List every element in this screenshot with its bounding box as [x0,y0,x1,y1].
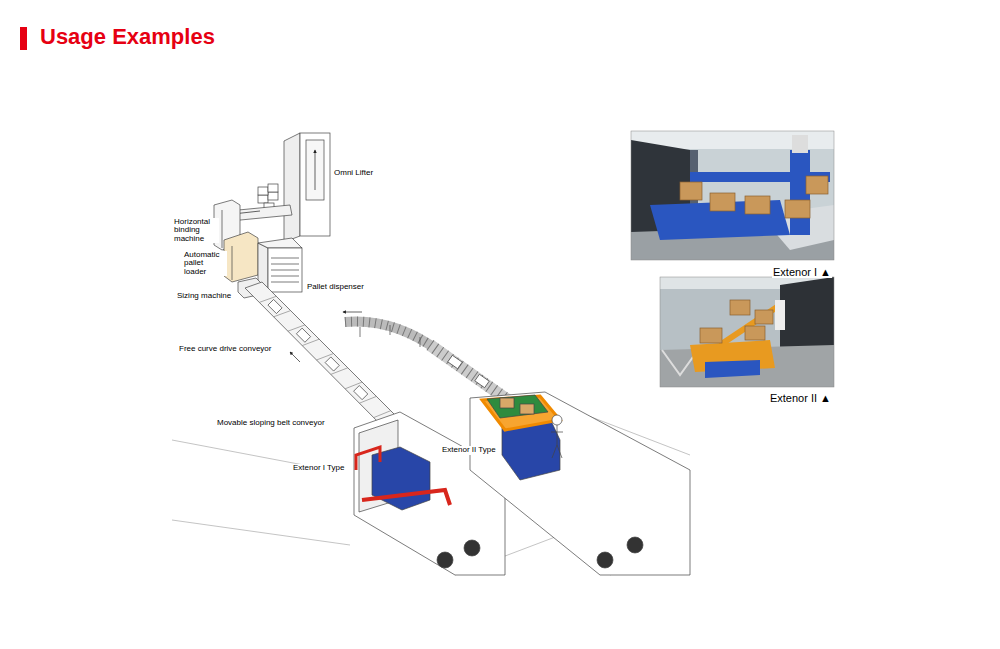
photo-extenor-2 [700,300,773,343]
label-holder: Extenor II ▲ [769,388,832,406]
photo-extenor-1 [806,176,828,194]
page-title: Usage Examples [40,25,215,49]
photo-caption: Extenor II ▲ [769,392,832,404]
curve-conveyor [448,355,462,368]
photo-extenor-2 [660,277,834,387]
part-label: Extenor I Type [292,464,345,473]
truck-right [551,425,563,458]
part-label: Pallet dispenser [306,283,365,292]
photo-extenor-1 [680,176,828,218]
photo-extenor-1 [631,131,834,260]
truck-right [627,537,643,553]
pallet-dispenser [271,258,299,282]
label-holder: Movable sloping belt conveyor [216,411,326,429]
truck-right [597,552,613,568]
drive-conveyor [245,282,405,432]
photo-extenor-2 [730,300,750,315]
photo-extenor-2 [755,310,773,324]
box-stack [258,195,268,203]
photo-frame [631,131,834,260]
photo-frame [660,277,834,387]
pallet-loader [232,246,233,280]
part-label: Movable sloping belt conveyor [216,419,326,428]
label-holder: Automatic pallet loader [183,251,227,278]
pallet-dispenser [258,238,302,292]
label-holder: Extenor I Type [292,456,345,474]
label-holder: Extenor II Type [441,438,497,456]
pallet-loader [224,232,258,282]
part-label: Extenor II Type [441,446,497,455]
curve-conveyor [343,312,362,313]
photo-extenor-1 [745,196,770,214]
label-holder: Pallet dispenser [306,275,365,293]
truck-left [356,447,380,470]
photo-extenor-2 [660,277,834,387]
curve-conveyor [343,312,515,405]
drive-conveyor [259,296,390,417]
title-holder: Usage Examples [40,25,215,49]
part-label: Horizontal binding machine [173,218,219,243]
label-holder: Omni Lifter [333,161,374,179]
photo-extenor-2 [700,328,722,343]
omni-lifter [315,150,316,190]
title-bar [20,27,27,50]
omni-lifter [284,133,330,242]
binding-machine [222,210,223,248]
label-holder: Extenor I ▲ [772,262,832,280]
truck-right [470,392,690,575]
drive-conveyor [296,328,310,342]
truck-left [362,490,450,505]
truck-right [520,404,534,414]
photo-extenor-2 [745,326,765,340]
box-stack [268,184,278,192]
pallet-dispenser [258,238,302,248]
curve-conveyor [345,322,440,352]
label-holder: Sizing machine [176,284,232,302]
truck-left [437,552,453,568]
box-stack [258,187,268,195]
pallet-loader [224,232,258,282]
photo-extenor-2 [775,300,785,330]
truck-right [470,392,690,575]
curve-conveyor [360,325,420,347]
truck-right [552,415,562,425]
drive-conveyor [268,299,282,313]
curve-conveyor [345,322,440,352]
photo-extenor-1 [792,135,808,153]
drive-conveyor [245,282,405,432]
photo-extenor-1 [680,182,702,200]
part-label: Omni Lifter [333,169,374,178]
drive-conveyor [325,357,339,371]
photo-extenor-1 [710,193,735,211]
curve-conveyor [475,374,489,387]
truck-left [464,540,480,556]
truck-right [482,396,560,430]
truck-right [500,398,514,408]
label-holder: Free curve drive conveyor [178,337,272,355]
plant-illustration [172,133,690,575]
photo-extenor-1 [631,131,834,260]
photo-caption: Extenor I ▲ [772,266,832,278]
photo-extenor-1 [785,200,810,218]
drive-conveyor [290,352,300,362]
photo-extenor-2 [705,360,760,378]
omni-lifter [306,140,324,200]
pallet-dispenser [268,248,302,292]
omni-lifter [300,133,330,236]
truck-right [487,395,548,418]
part-label: Free curve drive conveyor [178,345,272,354]
omni-lifter [284,133,300,242]
part-label: Sizing machine [176,292,232,301]
part-label: Automatic pallet loader [183,251,227,276]
box-stack [268,192,278,200]
label-holder: Horizontal binding machine [173,218,219,245]
drive-conveyor [354,386,368,400]
